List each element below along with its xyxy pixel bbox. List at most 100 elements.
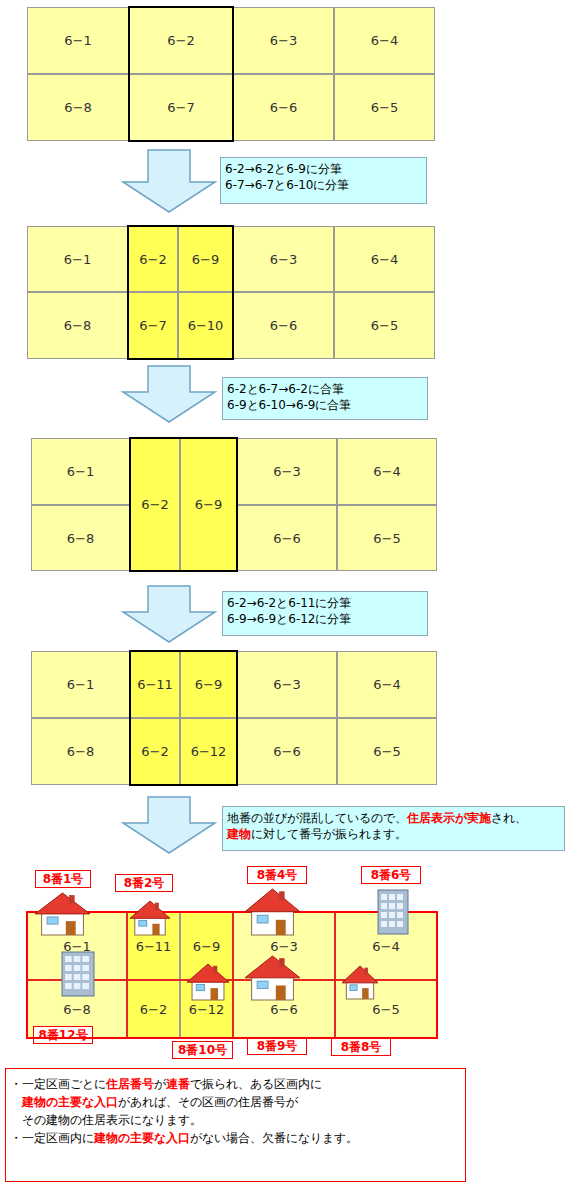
house-window [196, 985, 204, 991]
house-chimney [155, 903, 159, 910]
office-window [389, 903, 395, 909]
house-chimney [279, 958, 285, 967]
step-note: 6-2→6-2と6-11に分筆6-9→6-9と6-12に分筆 [222, 591, 428, 636]
office-window [74, 965, 81, 971]
label-text: が [154, 1077, 166, 1091]
house-roof [245, 889, 300, 912]
house-door [276, 920, 286, 935]
label-text: 6−4 [372, 939, 399, 954]
address-tag: 8番6号 [361, 866, 421, 884]
house-roof [187, 964, 229, 982]
parcel-cell: 6−3 [233, 226, 334, 292]
office-window [381, 912, 387, 918]
flow-arrow [123, 366, 215, 422]
parcel-cell: 6−5 [337, 718, 437, 785]
house-wall [42, 912, 84, 935]
office-window [65, 965, 72, 971]
address-tag: 8番10号 [172, 1041, 233, 1059]
label-text: 6−4 [373, 464, 400, 479]
address-tag: 8番2号 [115, 874, 173, 892]
label-text: 6−11 [136, 939, 172, 954]
parcel-cell: 6−8 [31, 505, 130, 571]
office-window [389, 921, 395, 927]
label-text: 6−1 [64, 252, 91, 267]
parcel-cell: 6−4 [334, 7, 435, 74]
label-text: があれば、その区画の住居番号が [118, 1095, 298, 1109]
label-text: 6−1 [67, 464, 94, 479]
house-door [211, 988, 219, 1000]
parcel-outline [130, 438, 237, 571]
house-chimney [364, 968, 368, 975]
label-text: 6−3 [270, 252, 297, 267]
parcel-cell: 6−9 [180, 438, 237, 571]
office-window [82, 974, 89, 980]
office-window [82, 983, 89, 989]
label-text: 8番4号 [257, 867, 298, 884]
label-text: 6−9 [195, 677, 222, 692]
label-text: 6−3 [270, 33, 297, 48]
label-text: に対して番号が振られます。 [251, 827, 407, 841]
house-window [139, 920, 147, 926]
address-tag: 8番9号 [247, 1037, 307, 1055]
label-text: 6−1 [67, 677, 94, 692]
label-text: 8番10号 [178, 1042, 227, 1059]
parcel-cell: 6−4 [337, 651, 437, 718]
label-text: 6−6 [270, 100, 297, 115]
label-text: 8番9号 [257, 1038, 298, 1055]
label-text: 6−12 [191, 744, 227, 759]
parcel-cell: 6−10 [178, 292, 233, 359]
parcel-cell: 6−9 [180, 912, 233, 980]
parcel-cell: 6−2 [128, 226, 178, 292]
house-roof [35, 893, 90, 914]
label-text: 8番1号 [43, 871, 84, 888]
office-window [397, 912, 403, 918]
label-text: 8番2号 [124, 875, 165, 892]
label-text: され、 [491, 811, 527, 825]
office-window [381, 921, 387, 927]
label-text: 建物の主要な入口 [94, 1131, 190, 1145]
label-text: 6−1 [63, 939, 90, 954]
address-tag: 8番1号 [35, 870, 91, 888]
office-window [381, 894, 387, 900]
address-tag: 8番8号 [331, 1038, 391, 1056]
house-chimney [69, 895, 75, 903]
flow-arrow [123, 586, 215, 642]
label-text: 6−8 [64, 100, 91, 115]
label-text: 8番8号 [341, 1039, 382, 1056]
parcel-cell: 6−2 [129, 7, 233, 74]
label-text: 6−9 [193, 939, 220, 954]
parcel-cell: 6−3 [233, 912, 335, 980]
office-window [74, 983, 81, 989]
label-text: 6−2 [140, 1002, 167, 1017]
parcel-cell: 6−8 [27, 292, 128, 359]
house-wall [192, 980, 224, 1000]
office-window [82, 965, 89, 971]
label-text: 6−5 [372, 1002, 399, 1017]
parcel-cell: 6−9 [178, 226, 233, 292]
block-outline [27, 912, 437, 1038]
parcel-cell: 6−11 [130, 651, 180, 718]
parcel-cell: 6−2 [127, 980, 180, 1038]
label-text: その建物の住居表示になります。 [22, 1113, 202, 1127]
office-window [65, 974, 72, 980]
label-text: ・一定区画内に [10, 1131, 94, 1145]
label-text: 6−6 [270, 318, 297, 333]
house-roof [130, 901, 170, 918]
label-text: 6−6 [273, 531, 300, 546]
parcel-cell: 6−4 [335, 912, 437, 980]
label-text: 6−1 [64, 33, 91, 48]
label-text: 6−7 [167, 100, 194, 115]
label-text: 6−4 [373, 677, 400, 692]
flow-arrow [123, 150, 215, 212]
label-text: 6−3 [273, 464, 300, 479]
label-text: 6−6 [273, 744, 300, 759]
label-text: 6-2と6-7→6-2に合筆 [227, 382, 344, 396]
parcel-cell: 6−1 [27, 912, 127, 980]
parcel-outline [130, 651, 237, 785]
house-door [152, 924, 159, 935]
office-window [397, 921, 403, 927]
office-window [65, 956, 72, 962]
parcel-cell: 6−1 [27, 226, 128, 292]
label-text: 6−4 [371, 33, 398, 48]
